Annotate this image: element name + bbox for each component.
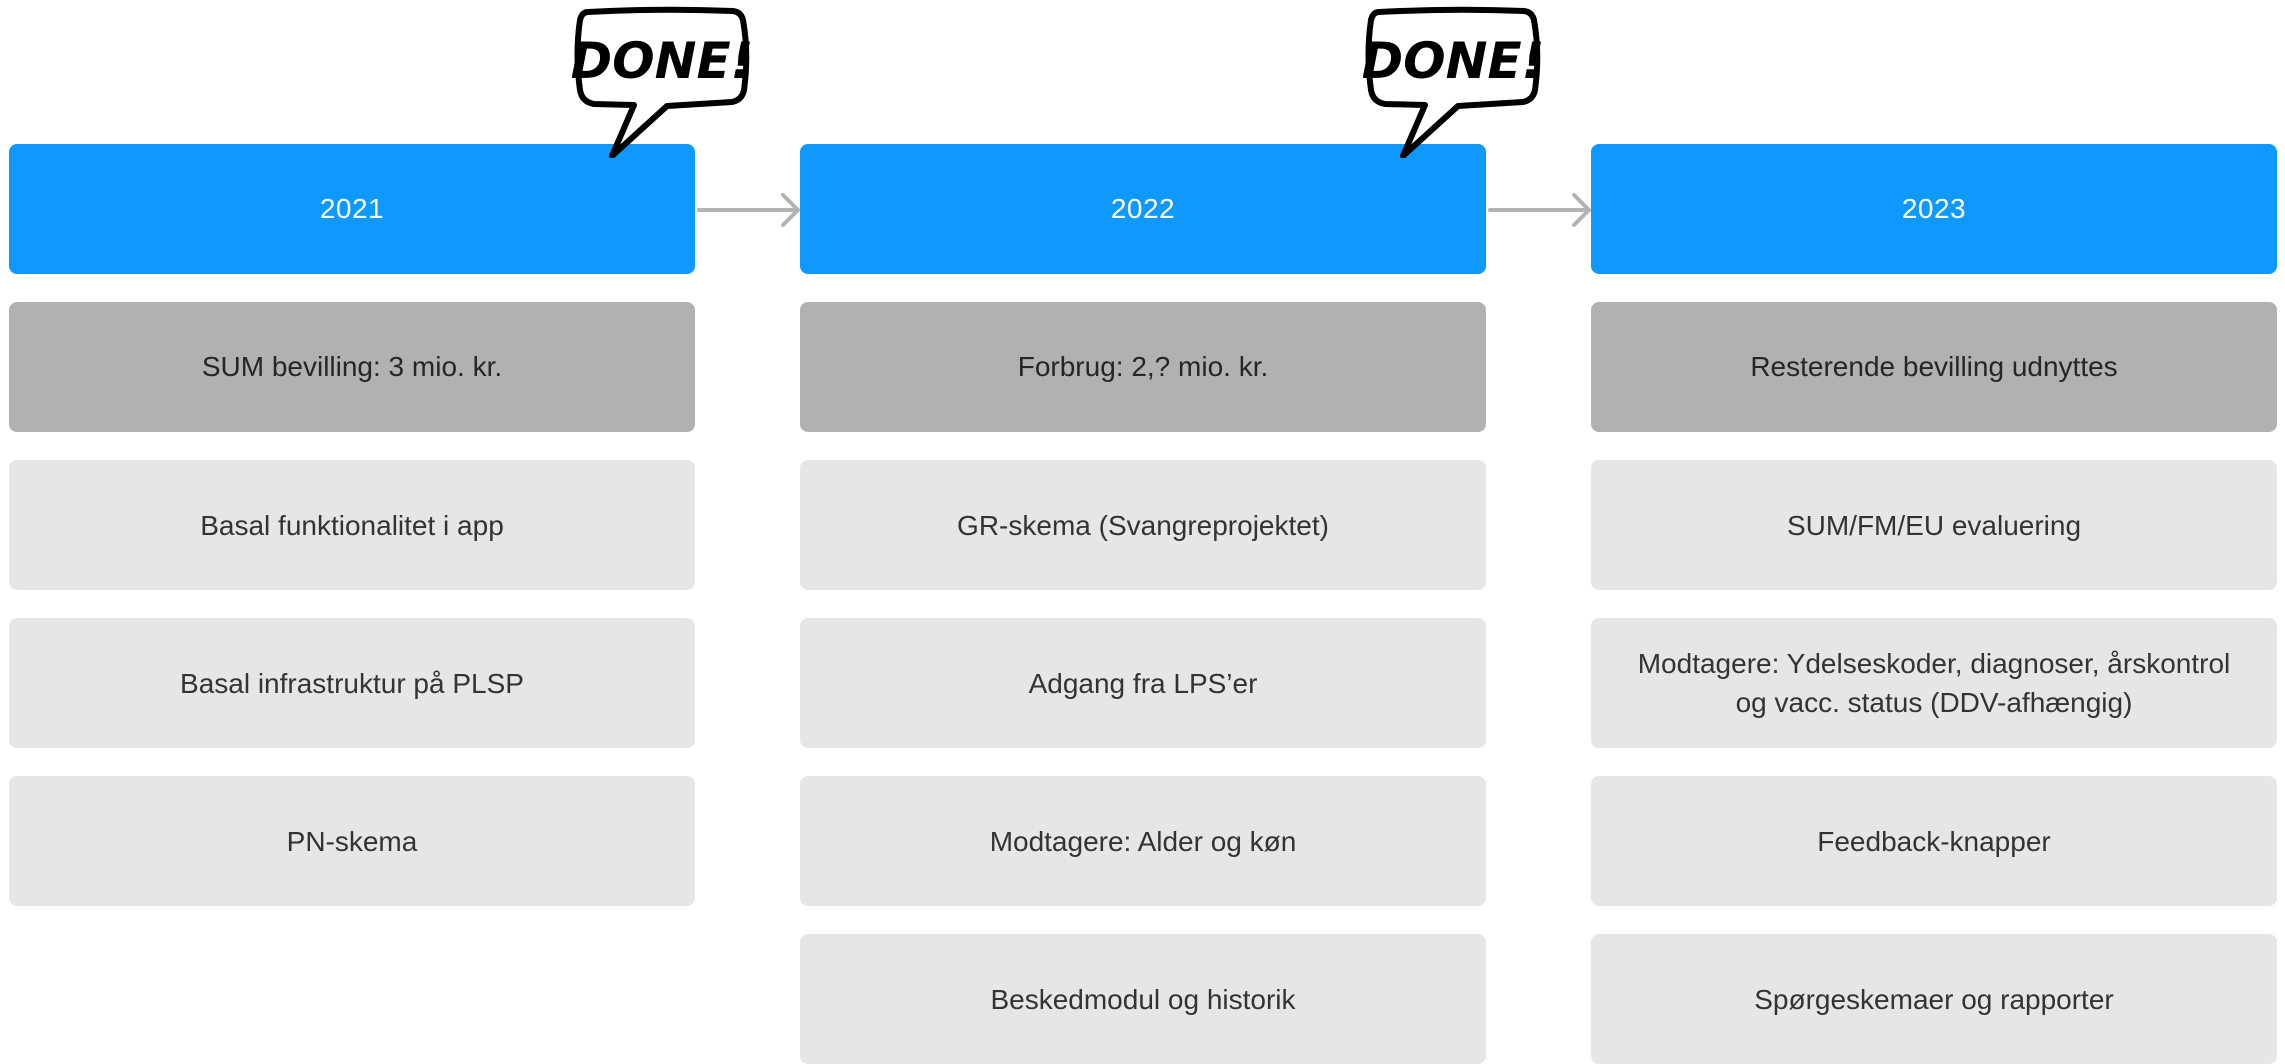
done-speech-bubble: DONE! xyxy=(1363,6,1543,158)
milestone-box: Spørgeskemaer og rapporter xyxy=(1591,934,2277,1064)
arrow-right-icon xyxy=(697,193,800,227)
column-2022: 2022 Forbrug: 2,? mio. kr. GR-skema (Sva… xyxy=(800,0,1486,1064)
milestone-box: SUM/FM/EU evaluering xyxy=(1591,460,2277,590)
milestone-box: Feedback-knapper xyxy=(1591,776,2277,906)
year-header: 2021 xyxy=(9,144,695,274)
milestone-box: Adgang fra LPS’er xyxy=(800,618,1486,748)
done-label: DONE! xyxy=(1363,32,1543,90)
budget-box: SUM bevilling: 3 mio. kr. xyxy=(9,302,695,432)
year-header: 2023 xyxy=(1591,144,2277,274)
milestone-box: Modtagere: Alder og køn xyxy=(800,776,1486,906)
milestone-box: Basal funktionalitet i app xyxy=(9,460,695,590)
milestone-box: Beskedmodul og historik xyxy=(800,934,1486,1064)
year-header: 2022 xyxy=(800,144,1486,274)
column-2021: 2021 SUM bevilling: 3 mio. kr. Basal fun… xyxy=(9,0,695,1063)
milestone-box: PN-skema xyxy=(9,776,695,906)
arrow-right-icon xyxy=(1488,193,1591,227)
milestone-box: Modtagere: Ydelseskoder, diagnoser, årsk… xyxy=(1591,618,2277,748)
milestone-box: Basal infrastruktur på PLSP xyxy=(9,618,695,748)
milestone-box: GR-skema (Svangreprojektet) xyxy=(800,460,1486,590)
done-speech-bubble: DONE! xyxy=(572,6,752,158)
column-2023: 2023 Resterende bevilling udnyttes SUM/F… xyxy=(1591,0,2277,1064)
done-label: DONE! xyxy=(572,32,752,90)
budget-box: Forbrug: 2,? mio. kr. xyxy=(800,302,1486,432)
budget-box: Resterende bevilling udnyttes xyxy=(1591,302,2277,432)
